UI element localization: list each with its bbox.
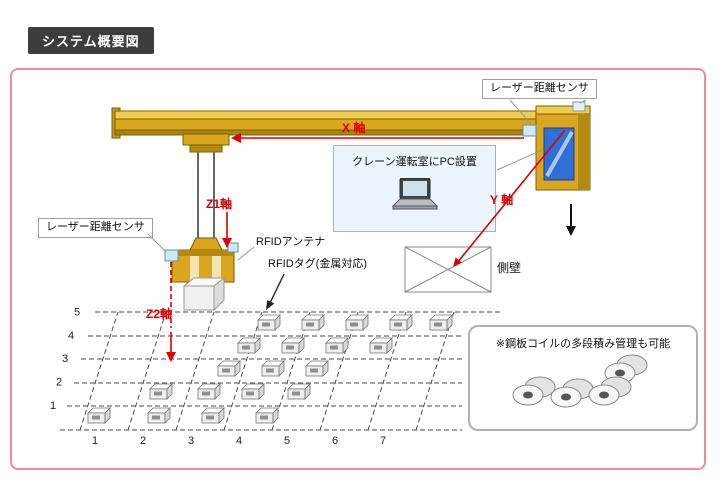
pc-callout-box: クレーン運転室にPC設置 [333, 145, 496, 232]
laptop-base-front [392, 205, 437, 210]
rfid-tag-label: RFIDタグ(金属対応) [268, 258, 367, 270]
coil-hole [599, 391, 609, 399]
coil-hole [615, 369, 625, 377]
side-wall-label: 側壁 [497, 261, 522, 275]
pc-callout-text: クレーン運転室にPC設置 [352, 156, 477, 168]
laptop-base [391, 198, 438, 207]
steel-coils-illustration [512, 354, 648, 408]
coil-hole [561, 393, 571, 401]
coil-bottom-center [550, 378, 594, 408]
laser-sensor-label-top: レーザー距離センサ [482, 79, 597, 99]
laser-sensor-label-left: レーザー距離センサ [38, 218, 153, 238]
coil-bottom-right [588, 376, 632, 406]
laptop-screen [402, 181, 427, 196]
page-title: システム概要図 [28, 27, 154, 54]
coil-callout-box: ※鋼板コイルの多段積み管理も可能 [468, 325, 698, 431]
laptop-icon [391, 177, 438, 210]
rfid-antenna-label: RFIDアンテナ [256, 236, 326, 248]
coil-note-text: ※鋼板コイルの多段積み管理も可能 [495, 338, 671, 350]
coil-hole [523, 391, 533, 399]
coil-bottom-left [512, 376, 556, 406]
